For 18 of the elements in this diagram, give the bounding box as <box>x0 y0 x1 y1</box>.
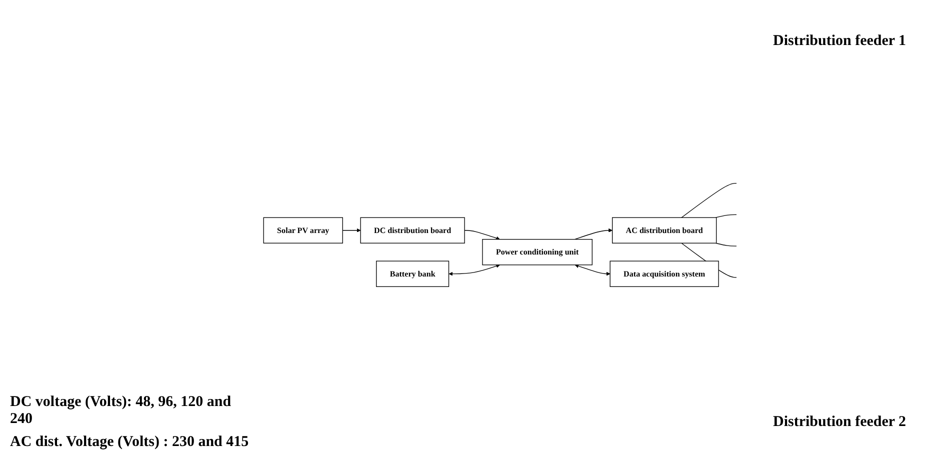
node-box: Power conditioning unit <box>482 239 592 266</box>
connector <box>715 243 737 247</box>
node-box: DC distribution board <box>360 218 465 244</box>
arrow <box>574 228 613 240</box>
feeder-label: Distribution feeder 1 <box>773 33 908 50</box>
connector <box>681 183 737 218</box>
voltage-note: AC dist. Voltage (Volts) : 230 and 415 <box>10 434 250 451</box>
node-box: Data acquisition system <box>610 261 719 288</box>
feeder-label: Distribution feeder 2 <box>773 414 908 431</box>
node-box: Solar PV array <box>263 218 343 244</box>
voltage-note: DC voltage (Volts): 48, 96, 120 and 240 <box>10 394 232 428</box>
arrow <box>574 264 610 276</box>
arrow <box>448 264 500 276</box>
connector <box>715 214 737 218</box>
arrow <box>342 228 361 233</box>
arrow <box>464 230 500 240</box>
node-box: AC distribution board <box>612 218 717 244</box>
node-box: Battery bank <box>376 261 450 288</box>
